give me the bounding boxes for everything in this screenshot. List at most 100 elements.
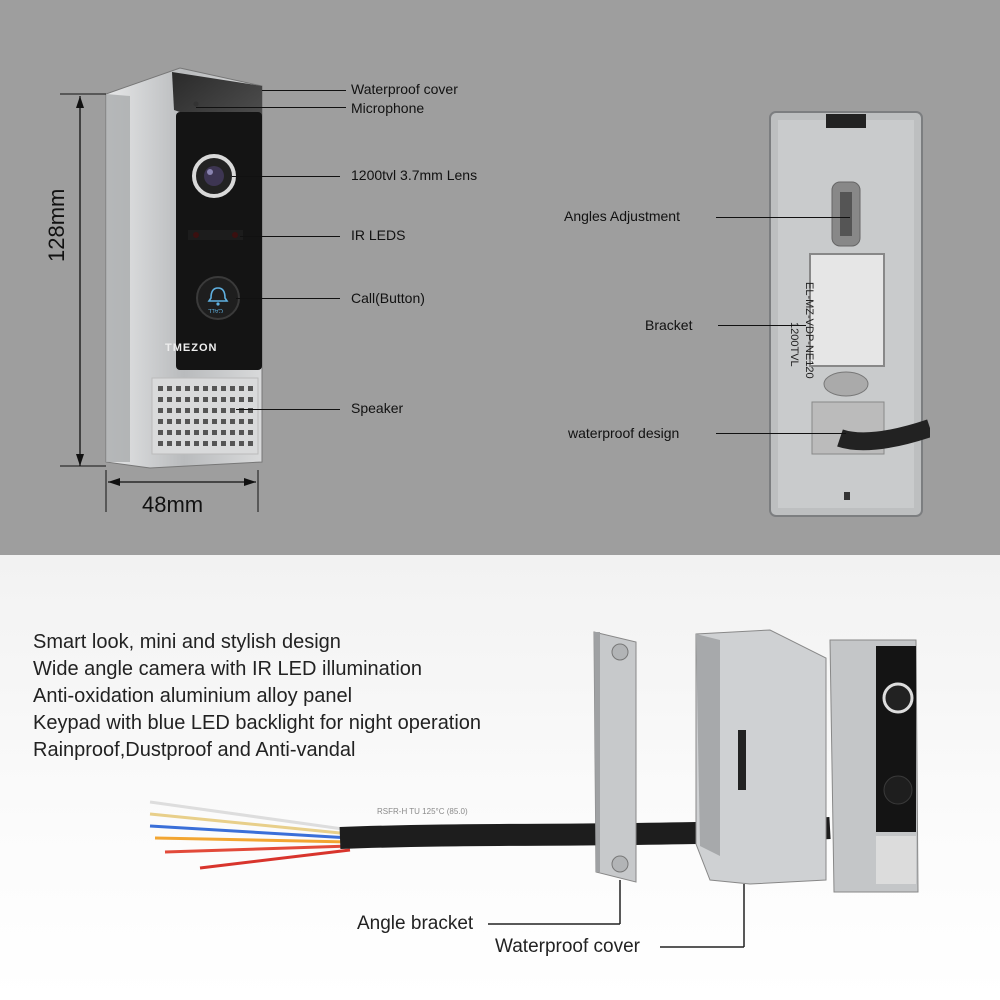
- speaker-hole: [221, 419, 226, 424]
- speaker-hole: [248, 430, 253, 435]
- speaker-hole: [185, 419, 190, 424]
- speaker-hole: [158, 386, 163, 391]
- label-waterproof-design: waterproof design: [568, 425, 680, 441]
- speaker-hole: [239, 397, 244, 402]
- leader-line: [262, 90, 346, 91]
- leader-line: [232, 176, 340, 177]
- speaker-hole: [239, 430, 244, 435]
- sticker: [809, 253, 885, 367]
- speaker-hole: [158, 408, 163, 413]
- label-angles-adjustment: Angles Adjustment: [564, 208, 680, 224]
- speaker-hole: [158, 419, 163, 424]
- speaker-hole: [158, 397, 163, 402]
- speaker-hole: [221, 408, 226, 413]
- speaker-hole: [167, 386, 172, 391]
- speaker-hole: [176, 419, 181, 424]
- speaker-hole: [176, 397, 181, 402]
- speaker-hole: [212, 397, 217, 402]
- front-panel: [176, 112, 262, 370]
- call-text: CALL: [208, 307, 224, 313]
- speaker-hole: [230, 441, 235, 446]
- brand-logo: TMEZON: [165, 342, 218, 354]
- width-dimension: 48mm: [142, 492, 204, 517]
- speaker-holes: [158, 386, 253, 446]
- speaker-hole: [203, 430, 208, 435]
- cable-print: RSFR-H TU 125°C (85.0): [377, 807, 468, 816]
- label-waterproof-cover: Waterproof cover: [351, 81, 458, 97]
- cable: [837, 419, 930, 451]
- speaker-hole: [230, 408, 235, 413]
- speaker-hole: [221, 430, 226, 435]
- speaker-hole: [230, 430, 235, 435]
- speaker-hole: [167, 430, 172, 435]
- leader-line: [236, 298, 340, 299]
- speaker-hole: [185, 408, 190, 413]
- feature-item: Keypad with blue LED backlight for night…: [33, 712, 482, 734]
- speaker-hole: [167, 441, 172, 446]
- waterproof-cover-part: [695, 629, 827, 885]
- speaker-hole: [203, 419, 208, 424]
- speaker-hole: [167, 419, 172, 424]
- speaker-hole: [221, 397, 226, 402]
- feature-item: Wide angle camera with IR LED illuminati…: [33, 658, 423, 680]
- sticker-tvl: 1200TVL: [788, 322, 800, 367]
- speaker-hole: [239, 441, 244, 446]
- speaker-hole: [203, 397, 208, 402]
- speaker-hole: [158, 441, 163, 446]
- speaker-hole: [230, 419, 235, 424]
- speaker-hole: [212, 419, 217, 424]
- speaker-hole: [248, 397, 253, 402]
- exploded-view-illustration: [149, 629, 919, 948]
- speaker-hole: [203, 408, 208, 413]
- speaker-hole: [248, 441, 253, 446]
- leader-line: [236, 409, 340, 410]
- label-microphone: Microphone: [351, 100, 425, 116]
- speaker-hole: [194, 419, 199, 424]
- speaker-hole: [185, 430, 190, 435]
- speaker-hole: [212, 441, 217, 446]
- speaker-hole: [167, 397, 172, 402]
- leader-line: [196, 107, 346, 108]
- speaker-hole: [248, 419, 253, 424]
- ir-leds-icon: [188, 230, 243, 240]
- angle-bracket: [593, 631, 637, 883]
- speaker-hole: [176, 441, 181, 446]
- speaker-hole: [212, 408, 217, 413]
- speaker-hole: [176, 386, 181, 391]
- speaker-hole: [194, 408, 199, 413]
- speaker-hole: [176, 408, 181, 413]
- speaker-hole: [212, 386, 217, 391]
- speaker-hole: [230, 386, 235, 391]
- speaker-hole: [221, 441, 226, 446]
- speaker-hole: [203, 386, 208, 391]
- label-bracket: Bracket: [645, 317, 693, 333]
- speaker-hole: [239, 408, 244, 413]
- leader-line: [716, 217, 850, 218]
- feature-item: Rainproof,Dustproof and Anti-vandal: [33, 739, 356, 761]
- speaker-hole: [194, 397, 199, 402]
- feature-item: Smart look, mini and stylish design: [33, 631, 341, 653]
- label-ir-leds: IR LEDS: [351, 227, 406, 243]
- speaker-hole: [212, 430, 217, 435]
- label-lens: 1200tvl 3.7mm Lens: [351, 167, 478, 183]
- speaker-hole: [176, 430, 181, 435]
- speaker-hole: [167, 408, 172, 413]
- speaker-hole: [248, 408, 253, 413]
- speaker-hole: [239, 386, 244, 391]
- speaker-hole: [185, 397, 190, 402]
- back-view-illustration: [769, 111, 930, 517]
- speaker-hole: [221, 386, 226, 391]
- label-call-button: Call(Button): [351, 290, 425, 306]
- speaker-hole: [185, 386, 190, 391]
- height-dimension: 128mm: [44, 188, 69, 262]
- speaker-hole: [239, 419, 244, 424]
- label-angle-bracket: Angle bracket: [357, 913, 474, 934]
- speaker-hole: [194, 441, 199, 446]
- leader-line: [716, 433, 846, 434]
- speaker-hole: [158, 430, 163, 435]
- leader-line: [718, 325, 806, 326]
- speaker-hole: [194, 430, 199, 435]
- speaker-hole: [248, 386, 253, 391]
- speaker-hole: [203, 441, 208, 446]
- leader-line: [240, 236, 340, 237]
